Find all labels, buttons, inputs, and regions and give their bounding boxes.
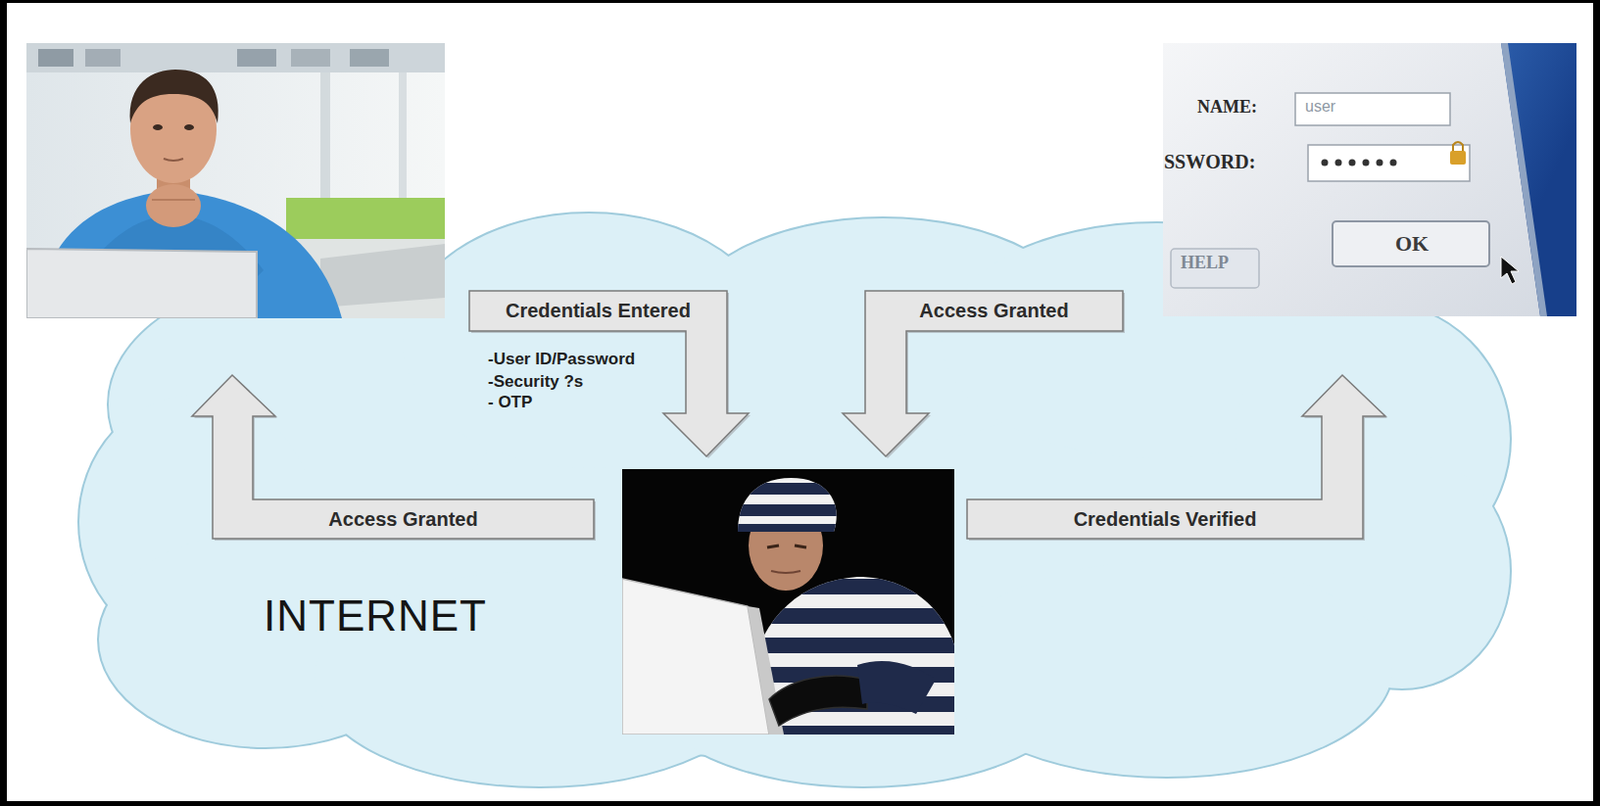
illustration-part <box>1501 256 1519 285</box>
arrow-label-holder: Credentials Entered <box>469 290 728 332</box>
illustration-part <box>729 469 848 538</box>
illustration-part <box>767 545 807 548</box>
credential-item-holder: -Security ?s <box>487 372 583 392</box>
illustration-part <box>163 158 184 161</box>
illustration-part <box>1376 159 1384 167</box>
illustration-part <box>1335 159 1343 167</box>
illustration-part <box>130 69 219 124</box>
button-label-holder: OK <box>1395 231 1429 256</box>
button-label: OK <box>1395 231 1429 256</box>
block-arrow: Access Granted <box>842 290 1123 457</box>
arrow-body <box>967 375 1386 539</box>
illustration-part <box>1362 159 1370 167</box>
illustration-part <box>1163 43 1577 317</box>
cloud-lobe <box>941 561 1393 777</box>
illustration-part <box>320 243 445 308</box>
illustration-part <box>85 48 121 67</box>
illustration-part <box>729 504 848 517</box>
cloud-lobe <box>402 213 776 469</box>
user-photo <box>26 43 445 319</box>
login-photo <box>1163 43 1577 317</box>
illustration-part <box>1163 43 1541 317</box>
illustration-part <box>769 676 868 727</box>
illustration-part <box>729 524 848 534</box>
illustration-part <box>26 43 445 319</box>
arrow-body <box>192 375 594 539</box>
block-arrow: Credentials Verified <box>967 375 1386 539</box>
illustration-part <box>152 124 163 131</box>
illustration-part <box>26 43 445 73</box>
button-label: HELP <box>1180 252 1229 273</box>
credential-item: -User ID/Password <box>487 349 635 369</box>
illustration-part <box>184 124 194 131</box>
arrow-body <box>842 290 1123 457</box>
illustration-part <box>38 48 74 67</box>
credential-item-holder: - OTP <box>487 392 533 413</box>
block-arrow: Access Granted <box>192 375 594 539</box>
illustration-part <box>1332 221 1490 267</box>
cloud-lobe <box>941 561 1393 777</box>
arrow-body <box>469 290 749 457</box>
field-label: NAME: <box>1197 96 1258 117</box>
illustration-part <box>1390 159 1398 167</box>
illustration-part <box>1308 145 1470 182</box>
illustration-part <box>1295 93 1451 126</box>
illustration-part <box>857 661 936 715</box>
field-value-holder: user <box>1305 97 1336 116</box>
illustration-part <box>1170 248 1260 289</box>
arrow-label-holder: Credentials Verified <box>967 499 1363 539</box>
cloud-lobe <box>402 213 776 469</box>
arrow-label: Credentials Entered <box>505 299 691 323</box>
arrow-label-holder: Access Granted <box>212 499 594 539</box>
arrow-label: Credentials Verified <box>1073 508 1258 532</box>
arrow-label: Access Granted <box>328 508 478 532</box>
field-value: user <box>1305 97 1336 115</box>
button-label-holder: HELP <box>1180 252 1229 274</box>
illustration-part <box>1453 142 1463 151</box>
cloud-label: INTERNET <box>263 591 487 640</box>
illustration-part <box>622 469 955 735</box>
illustration-part <box>771 571 801 574</box>
credential-item: -Security ?s <box>487 372 583 391</box>
illustration-part <box>151 198 195 201</box>
credential-item: - OTP <box>487 392 533 412</box>
illustration-part <box>1321 159 1329 167</box>
illustration-part <box>720 579 955 595</box>
illustration-part <box>1450 150 1466 165</box>
illustration-part <box>729 483 848 495</box>
illustration-part <box>237 48 277 67</box>
illustration-part <box>1501 43 1548 317</box>
illustration-part <box>26 248 257 319</box>
illustration-part <box>290 48 331 67</box>
illustration-part <box>622 579 770 735</box>
arrow-label: Access Granted <box>919 299 1068 323</box>
field-label: SSWORD: <box>1163 150 1256 173</box>
credential-item-holder: -User ID/Password <box>487 349 635 370</box>
illustration-part <box>145 184 201 228</box>
illustration-part <box>349 48 389 67</box>
cloud-label-holder: INTERNET <box>263 591 487 641</box>
illustration-part <box>1349 159 1357 167</box>
field-label-holder: NAME: <box>1197 96 1258 118</box>
hacker-photo <box>622 469 955 735</box>
field-label-holder: SSWORD: <box>1163 150 1256 174</box>
illustration-part <box>729 469 848 538</box>
illustration-part <box>286 197 445 240</box>
arrow-label-holder: Access Granted <box>865 290 1123 332</box>
